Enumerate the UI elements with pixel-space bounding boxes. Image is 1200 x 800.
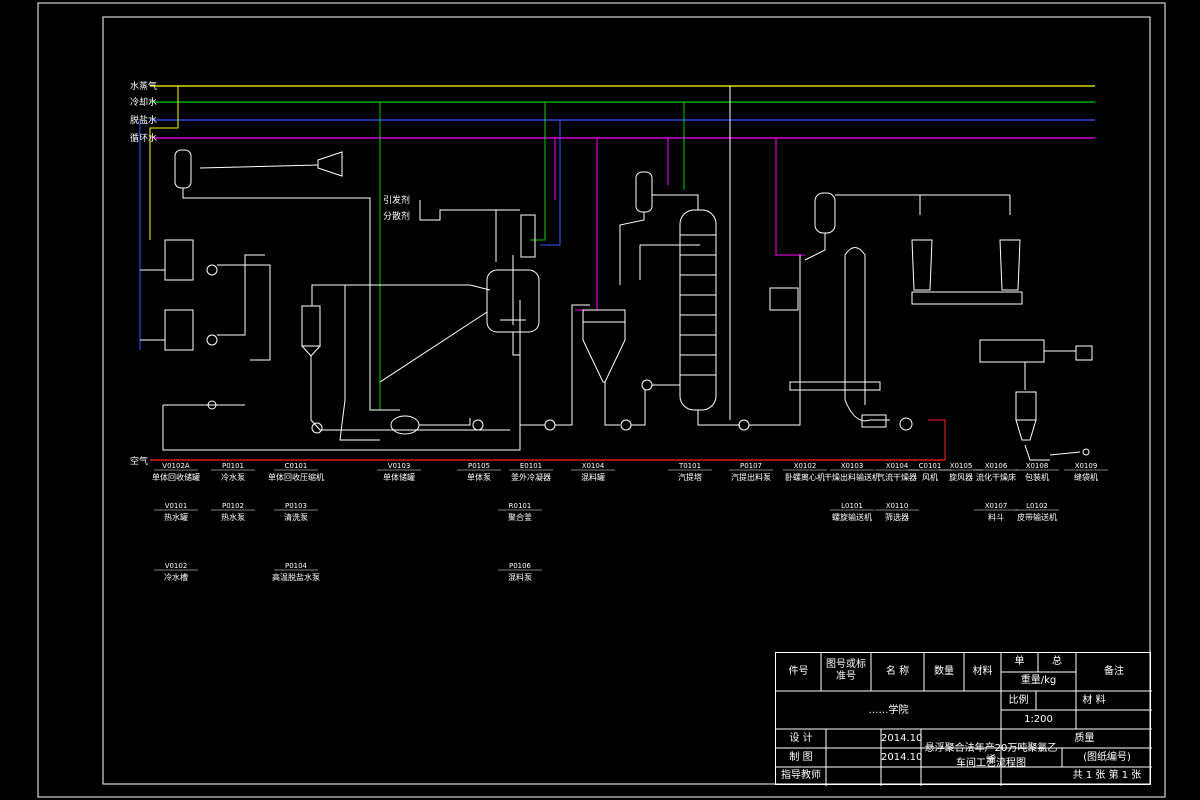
equipment-code: P0107 — [740, 462, 762, 470]
equipment-code: P0102 — [222, 502, 244, 510]
polymerization-reactor — [379, 200, 590, 431]
th-scale: 比例 — [1008, 695, 1029, 706]
th-drawing-no: 图号或标准号 — [826, 659, 866, 682]
equipment-code: E0101 — [520, 462, 542, 470]
equipment-code: X0105 — [950, 462, 973, 470]
equipment-code: X0109 — [1075, 462, 1098, 470]
equipment-code: L0101 — [841, 502, 863, 510]
equipment-code: V0101 — [165, 502, 188, 510]
th-qty: 数量 — [934, 666, 954, 677]
th-remarks: 备注 — [1104, 666, 1124, 677]
equipment-name: 汽提塔 — [678, 472, 702, 482]
equipment-name: 热水泵 — [221, 512, 245, 522]
utility-label-cooling-water: 冷却水 — [130, 96, 157, 108]
supervisor-label: 指导教师 — [781, 770, 821, 781]
equipment-name: 冷水泵 — [221, 472, 245, 482]
utility-label-steam: 水蒸气 — [130, 80, 157, 92]
recovery-section — [140, 149, 521, 451]
equipment-name: 高温脱盐水泵 — [272, 572, 320, 582]
equipment-code: X0108 — [1026, 462, 1049, 470]
equipment-name: 混料罐 — [581, 472, 605, 482]
inlet-dispersant: 分散剂 — [383, 210, 410, 222]
equipment-name: 冷水槽 — [164, 572, 188, 582]
equipment-code: P0103 — [285, 502, 307, 510]
inlet-initiator: 引发剂 — [383, 194, 410, 206]
equipment-code: X0104 — [582, 462, 605, 470]
equipment-code: R0101 — [509, 502, 532, 510]
equipment-name: 单体回收储罐 — [152, 472, 200, 482]
drawing-title-line1: 悬浮聚合法年产20万吨聚氯乙烯 — [924, 743, 1058, 766]
equipment-name: 旋风器 — [949, 472, 973, 482]
equipment-code: P0101 — [222, 462, 244, 470]
designed-label: 设 计 — [789, 733, 813, 744]
equipment-name: 料斗 — [988, 512, 1004, 522]
equipment-name: 混料泵 — [508, 572, 532, 582]
utility-lines: 水蒸气 冷却水 脱盐水 循环水 — [130, 80, 1095, 420]
th-material-2: 材 料 — [1082, 695, 1106, 706]
th-single: 单 — [1014, 656, 1025, 667]
equipment-name: 釜外冷凝器 — [511, 472, 551, 482]
equipment-name: 单体泵 — [467, 472, 491, 482]
th-material: 材料 — [972, 666, 993, 677]
equipment-code: C0101 — [285, 462, 308, 470]
drawing-inner-frame — [102, 16, 1151, 785]
th-quality: 质量 — [1074, 733, 1095, 744]
institute-name: ……学院 — [868, 705, 909, 716]
drying-section — [769, 192, 1093, 461]
equipment-code: V0102 — [165, 562, 188, 570]
equipment-name: 流化干燥床 — [976, 472, 1016, 482]
equipment-name: 风机 — [922, 472, 938, 482]
drawn-date: 2014.10 — [881, 752, 923, 763]
title-block: 件号 图号或标准号 名 称 数量 材料 单 总 重量/kg 备注 ……学院 比例… — [775, 652, 1152, 786]
equipment-code: V0102A — [162, 462, 190, 470]
equipment-code: P0104 — [285, 562, 308, 570]
equipment-name: 清洗泵 — [284, 512, 308, 522]
drawing-title-line2: 车间工艺流程图 — [956, 758, 1026, 769]
title-block-grid — [776, 653, 1152, 786]
th-name: 名 称 — [885, 666, 910, 677]
utility-label-circulating-water: 循环水 — [130, 132, 157, 144]
equipment-code: P0105 — [468, 462, 490, 470]
equipment-code: X0103 — [841, 462, 864, 470]
stripping-section — [582, 171, 801, 431]
equipment-name: 皮带输送机 — [1017, 512, 1057, 522]
drawn-label: 制 图 — [789, 752, 813, 763]
th-seq: 件号 — [788, 666, 809, 677]
equipment-code: T0101 — [678, 462, 701, 470]
equipment-labels: V0102A 单体回收储罐 P0101 冷水泵 C0101 单体回收压缩机 V0103 单体储… — [152, 462, 1108, 582]
air-line-label: 空气 — [130, 455, 148, 467]
th-weight: 重量/kg — [1020, 675, 1057, 686]
equipment-name: 单体回收压缩机 — [268, 472, 324, 482]
equipment-name: 聚合釜 — [508, 512, 532, 522]
drawing-outer-frame — [37, 2, 1166, 798]
equipment-name: 包装机 — [1025, 472, 1049, 482]
equipment-name: 筛选器 — [885, 512, 909, 522]
equipment-name: 干燥出料输送机 — [824, 472, 880, 482]
equipment-name: 气流干燥器 — [877, 472, 917, 482]
equipment-name: 螺旋输送机 — [832, 512, 872, 522]
sheet-count: 共 1 张 第 1 张 — [1072, 770, 1142, 781]
designed-date: 2014.10 — [881, 733, 923, 744]
equipment-code: L0102 — [1026, 502, 1048, 510]
equipment-name: 热水罐 — [164, 512, 188, 522]
equipment-code: X0104 — [886, 462, 909, 470]
equipment-code: X0102 — [794, 462, 817, 470]
utility-label-desalted-water: 脱盐水 — [130, 114, 157, 126]
equipment-code: P0106 — [509, 562, 532, 570]
equipment-code: X0107 — [985, 502, 1008, 510]
equipment-name: 卧螺离心机 — [785, 472, 825, 482]
equipment-code: X0106 — [985, 462, 1008, 470]
equipment-name: 汽提出料泵 — [731, 472, 771, 482]
equipment-code: V0103 — [388, 462, 411, 470]
equipment-code: C0101 — [919, 462, 942, 470]
scale-value: 1:200 — [1024, 714, 1053, 725]
th-total: 总 — [1052, 656, 1062, 667]
equipment-name: 单体储罐 — [383, 472, 415, 482]
equipment-code: X0110 — [886, 502, 909, 510]
drawing-code: (图纸编号) — [1083, 752, 1131, 763]
equipment-name: 缝袋机 — [1074, 472, 1098, 482]
